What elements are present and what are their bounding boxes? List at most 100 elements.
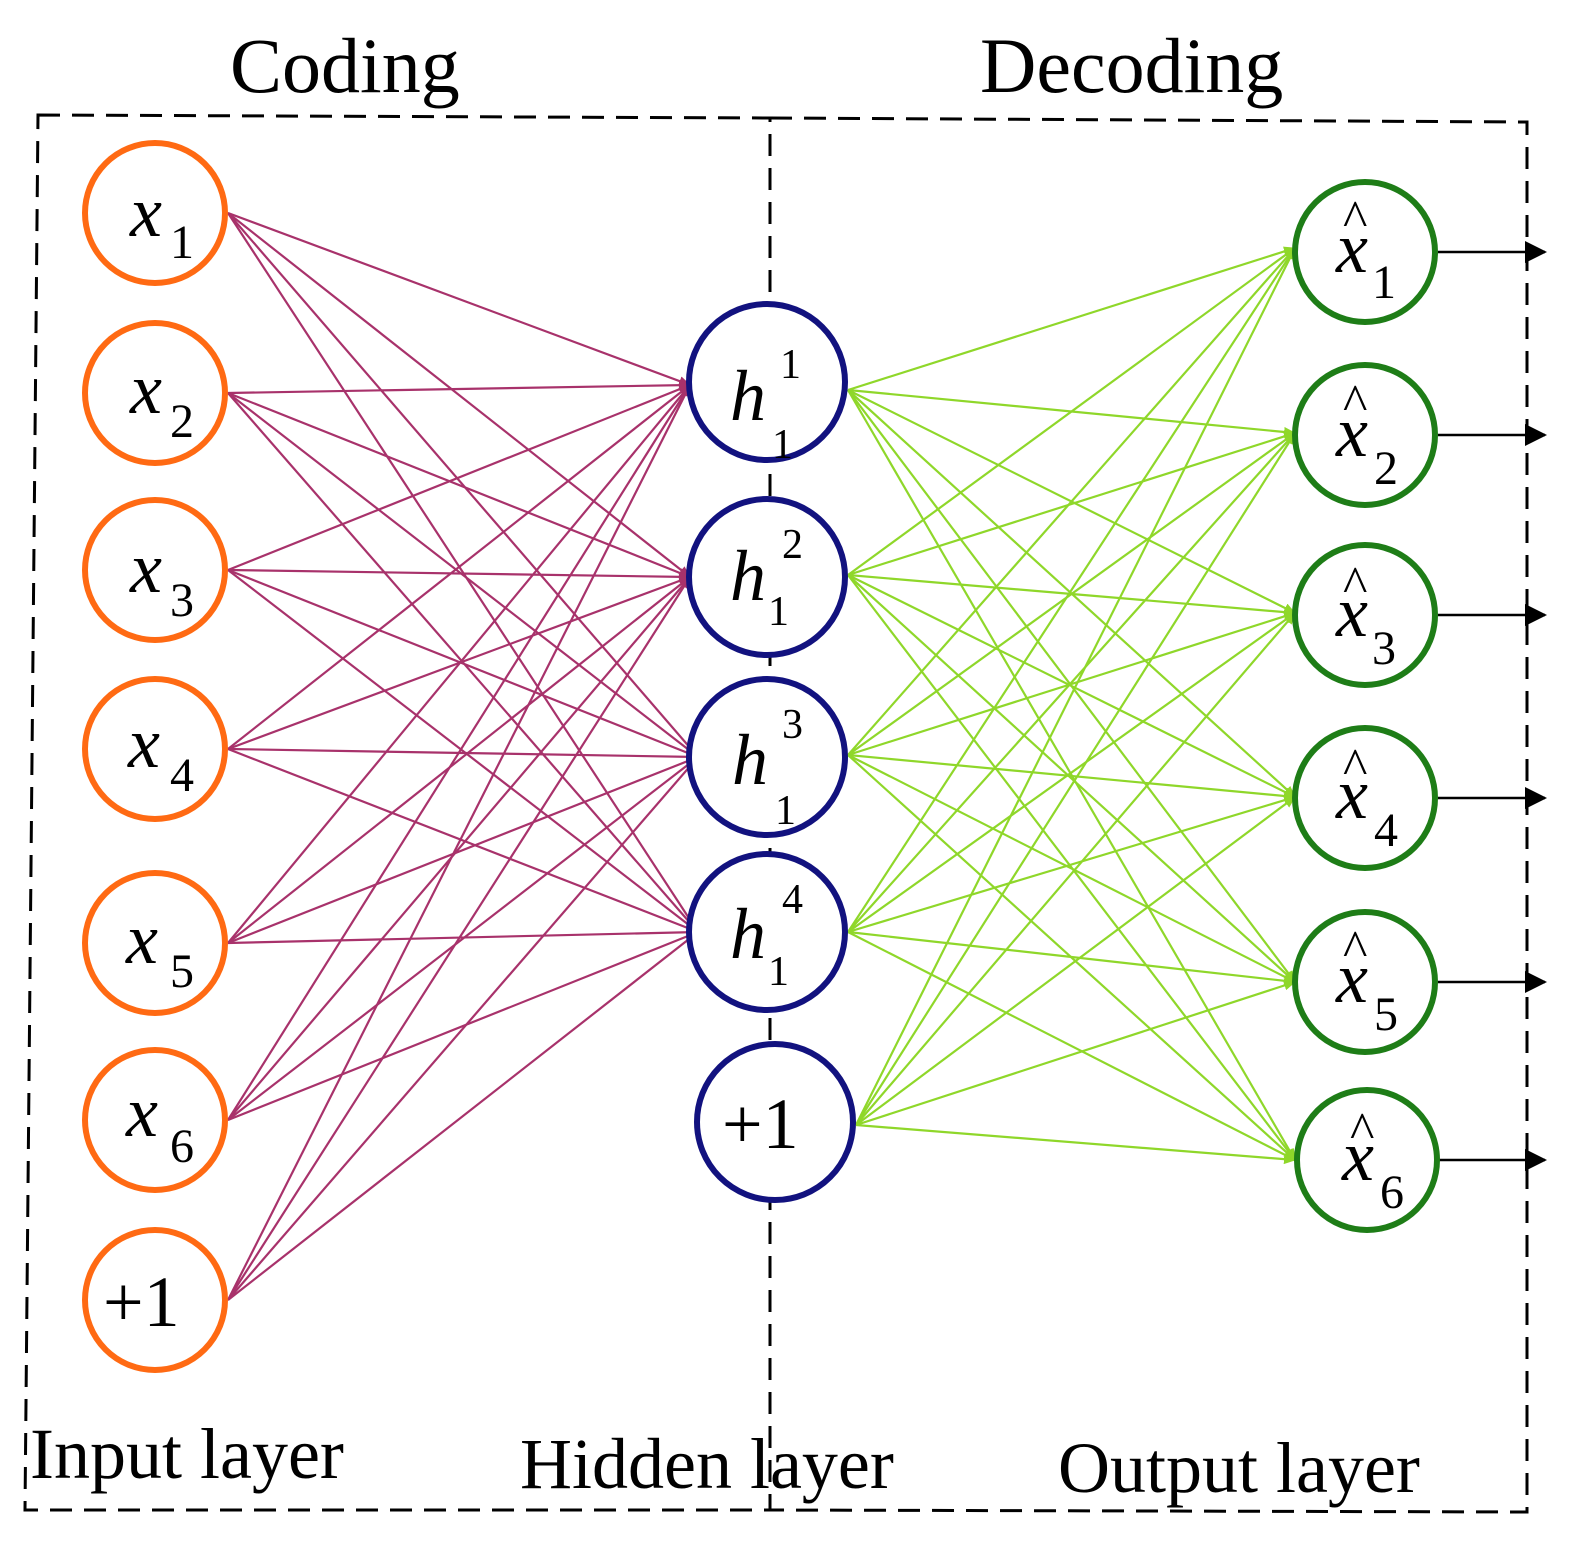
output-node-xhat6: ^ x 6 — [1294, 1087, 1440, 1233]
hidden-bias-node: +1 — [694, 1041, 856, 1203]
output-node-var: x — [1335, 572, 1368, 652]
decoder-edge — [847, 931, 1296, 1161]
encoder-edge — [227, 576, 691, 944]
encoder-edge — [227, 212, 691, 578]
output-node-hat: ^ — [1350, 1103, 1374, 1160]
hidden-bias-circle — [694, 1041, 856, 1203]
output-node-var: x — [1335, 392, 1368, 472]
input-node-x5: x 5 — [82, 870, 228, 1016]
input-bias-node: +1 — [82, 1227, 228, 1373]
decoder-edge — [847, 754, 1296, 983]
hidden-node-circle — [686, 496, 848, 658]
output-node-xhat5: ^ x 5 — [1292, 909, 1438, 1055]
decoder-edge — [847, 930, 1296, 986]
output-node-circle — [1292, 909, 1438, 1055]
encoder-edge — [227, 392, 699, 758]
input-node-var: x — [127, 703, 160, 783]
coding-title: Coding — [230, 22, 460, 109]
hidden-node-circle — [686, 301, 848, 463]
output-node-sub: 5 — [1374, 988, 1398, 1041]
hidden-node-circle — [686, 851, 848, 1013]
decoder-edge — [847, 753, 1296, 801]
encoder-edge — [227, 384, 691, 750]
input-node-var: x — [129, 349, 162, 429]
decoder-edge — [855, 247, 1296, 1126]
input-node-circle — [82, 320, 228, 466]
hidden-node-h2: h 2 1 — [686, 496, 848, 658]
output-node-hat: ^ — [1343, 375, 1367, 432]
input-node-var: x — [129, 172, 162, 252]
input-node-circle — [82, 497, 228, 643]
encoder-edge — [227, 930, 699, 1122]
decoder-edge — [855, 980, 1296, 1127]
input-node-sub: 3 — [170, 574, 194, 627]
hidden-node-h4: h 4 1 — [686, 851, 848, 1013]
input-node-x3: x 3 — [82, 497, 228, 643]
encoder-edge — [227, 384, 691, 944]
encoder-edge — [227, 747, 699, 762]
decoder-edges — [847, 246, 1296, 1165]
output-node-circle — [1292, 179, 1438, 325]
hidden-node-sub: 1 — [768, 949, 789, 995]
input-node-sub: 2 — [170, 395, 194, 448]
decoder-edge — [847, 612, 1296, 933]
encoder-edge — [227, 568, 699, 759]
decoder-edge — [847, 247, 1296, 933]
output-node-sub: 3 — [1372, 622, 1396, 675]
input-node-sub: 6 — [170, 1120, 194, 1173]
output-node-xhat1: ^ x 1 — [1292, 179, 1438, 325]
output-layer: ^ x 1 ^ x 2 ^ x 3 ^ x 4 ^ x 5 — [1292, 179, 1440, 1233]
decoder-edge — [847, 247, 1296, 756]
encoder-edge — [227, 212, 699, 758]
hidden-bias-label: +1 — [722, 1084, 799, 1164]
input-node-circle — [82, 676, 228, 822]
input-node-x6: x 6 — [82, 1047, 228, 1193]
decoder-edge — [847, 432, 1296, 933]
input-node-var: x — [125, 1072, 158, 1152]
hidden-node-var: h — [732, 720, 768, 800]
output-node-hat: ^ — [1343, 557, 1367, 614]
dashed-frame — [23, 113, 1529, 1514]
hidden-node-var: h — [730, 894, 766, 974]
output-node-xhat4: ^ x 4 — [1292, 725, 1438, 871]
encoder-edge — [227, 756, 699, 1121]
output-node-var: x — [1335, 754, 1368, 834]
decoding-title: Decoding — [980, 22, 1283, 109]
output-node-sub: 6 — [1380, 1166, 1404, 1219]
hidden-node-sup: 3 — [782, 702, 803, 748]
encoder-edge — [227, 747, 699, 934]
decoder-edge — [847, 432, 1296, 756]
output-node-hat: ^ — [1343, 921, 1367, 978]
hidden-node-circle — [686, 676, 848, 838]
output-node-var: x — [1335, 208, 1368, 288]
encoder-edge — [227, 211, 691, 387]
output-node-sub: 1 — [1372, 256, 1396, 309]
input-layer: x 1 x 2 x 3 x 4 x 5 x 6 +1 — [82, 140, 228, 1373]
hidden-node-var: h — [730, 536, 766, 616]
hidden-node-var: h — [730, 356, 766, 436]
input-node-sub: 5 — [170, 945, 194, 998]
hidden-node-sub: 1 — [775, 788, 796, 834]
encoder-edge — [227, 576, 691, 1121]
encoder-edge — [227, 384, 691, 1301]
decoder-edge — [847, 246, 1296, 392]
decoder-edge — [847, 574, 1296, 983]
hidden-node-sup: 1 — [780, 342, 801, 388]
encoder-edge — [227, 380, 691, 395]
output-node-hat: ^ — [1343, 739, 1367, 796]
decoder-edge — [847, 431, 1296, 577]
hidden-node-h3: h 3 1 — [686, 676, 848, 838]
input-node-circle — [82, 140, 228, 286]
input-node-circle — [82, 870, 228, 1016]
decoder-edge — [847, 795, 1296, 934]
input-node-sub: 4 — [170, 749, 194, 802]
output-node-xhat2: ^ x 2 — [1292, 362, 1438, 508]
hidden-node-sub: 1 — [772, 422, 793, 468]
output-node-xhat3: ^ x 3 — [1292, 542, 1438, 688]
input-node-sub: 1 — [170, 216, 194, 269]
decoder-edge — [855, 1123, 1296, 1165]
encoder-edge — [227, 568, 691, 582]
hidden-node-sup: 4 — [782, 877, 803, 923]
hidden-node-sub: 1 — [768, 589, 789, 635]
